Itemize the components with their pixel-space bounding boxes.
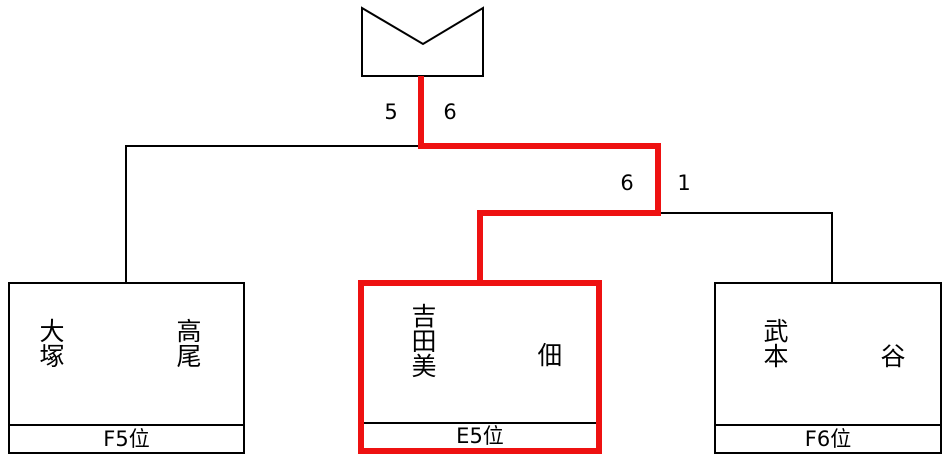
player-name: 大塚 (36, 318, 65, 368)
team-card-f6: 武本 谷 F6位 (714, 282, 942, 454)
final-score-left: 5 (384, 100, 398, 124)
semifinal-score-left: 6 (620, 171, 634, 195)
trophy-icon (361, 6, 484, 77)
team-card-e5: 吉田美 佃 E5位 (358, 280, 602, 454)
player-name: 佃 (534, 342, 563, 367)
team-card-f5: 大塚 高尾 F5位 (8, 282, 245, 454)
final-score-right: 6 (443, 100, 457, 124)
team-rank: F6位 (716, 424, 940, 452)
player-name: 吉田美 (408, 303, 437, 378)
winner-path (418, 76, 661, 282)
team-rank: F5位 (10, 424, 243, 452)
player-name: 武本 (760, 318, 789, 368)
player-name: 谷 (877, 343, 906, 368)
team-rank: E5位 (364, 422, 596, 448)
bracket-line-right (658, 212, 833, 282)
bracket-line-left (125, 145, 421, 282)
semifinal-score-right: 1 (677, 171, 691, 195)
player-name: 高尾 (173, 318, 202, 368)
